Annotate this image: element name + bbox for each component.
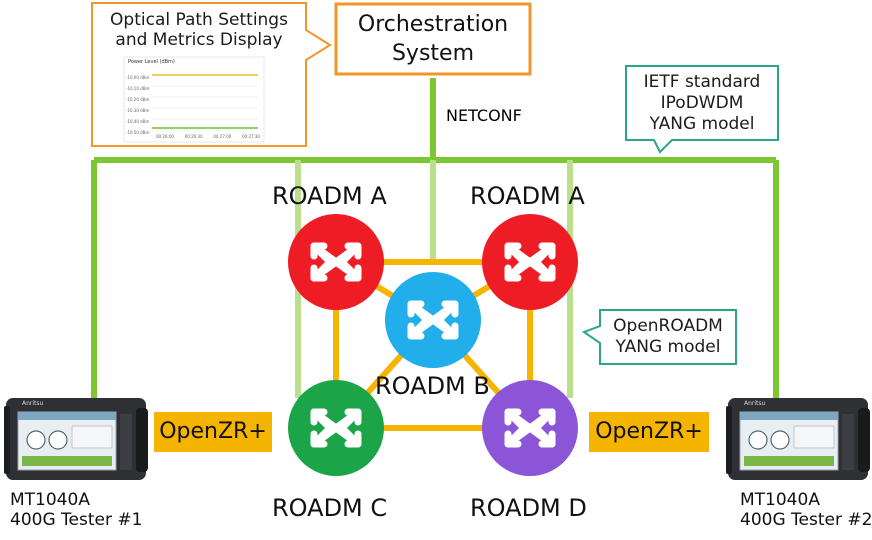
metrics-callout-line2: and Metrics Display (115, 30, 283, 50)
mini-chart-y-tick: -10.40 dBm (126, 119, 150, 124)
openroadm-callout-shape (581, 309, 737, 365)
roadm-a-left-label: ROADM A (272, 182, 387, 210)
tester-1-brand: Anritsu (22, 400, 44, 407)
openzr-left-badge: OpenZR+ (154, 412, 272, 452)
roadm-d-node (482, 380, 578, 476)
mini-chart-x-ticks: 00:26:00 00:26:30 00:27:00 00:27:30 (156, 134, 260, 140)
roadm-c-node (288, 380, 384, 476)
mini-chart-y-tick: -10.00 dBm (126, 75, 150, 80)
mini-chart-y-tick: -10.50 dBm (126, 130, 150, 135)
mini-chart-y-tick: -10.10 dBm (126, 86, 150, 91)
ietf-callout-line1: IETF standard (643, 72, 761, 92)
tester-2-name: 400G Tester #2 (740, 510, 872, 530)
roadm-d-label: ROADM D (470, 494, 587, 522)
roadm-a-right-label: ROADM A (470, 182, 585, 210)
mini-chart (123, 56, 265, 143)
roadm-c-label: ROADM C (272, 494, 388, 522)
orchestration-line1: Orchestration (357, 12, 509, 37)
tester-2-model: MT1040A (740, 490, 820, 510)
tester-1-device (4, 398, 148, 480)
metrics-callout-text: Optical Path Settings and Metrics Displa… (94, 10, 304, 50)
mini-chart-y-ticks: -10.00 dBm -10.10 dBm -10.20 dBm -10.30 … (126, 72, 149, 138)
mini-chart-x-tick: 00:27:00 (213, 134, 232, 139)
openzr-right-badge: OpenZR+ (589, 412, 709, 452)
orchestration-title: Orchestration System (336, 10, 530, 68)
tester-1-name: 400G Tester #1 (10, 510, 143, 530)
roadm-a-right-node (482, 214, 578, 310)
tester-1-model: MT1040A (10, 490, 90, 510)
mini-chart-y-tick: -10.30 dBm (126, 108, 150, 113)
mini-chart-x-tick: 00:26:30 (184, 134, 203, 139)
tester-2-brand: Anritsu (744, 400, 766, 407)
roadm-a-left-node (288, 214, 384, 310)
mini-chart-title: Power Level (dBm) (128, 59, 175, 65)
roadm-b-label: ROADM B (375, 372, 490, 400)
orchestration-box (334, 2, 532, 76)
mini-chart-x-tick: 00:27:30 (242, 134, 260, 139)
openroadm-callout-text: OpenROADM YANG model (600, 316, 736, 358)
orchestration-line2: System (391, 41, 475, 66)
metrics-callout-line1: Optical Path Settings (110, 10, 288, 30)
mini-chart-y-tick: -10.20 dBm (126, 97, 150, 102)
ietf-callout-shape (625, 65, 779, 154)
tester-2-device (726, 398, 870, 480)
openroadm-callout-line1: OpenROADM (613, 316, 723, 336)
roadm-b-node (385, 272, 481, 368)
tester-2-label: MT1040A 400G Tester #2 (740, 490, 872, 530)
ietf-callout-line3: YANG model (649, 114, 755, 134)
ietf-callout-line2: IPoDWDM (660, 93, 744, 113)
ietf-callout-text: IETF standard IPoDWDM YANG model (626, 72, 778, 135)
openroadm-callout-line2: YANG model (615, 337, 721, 357)
mini-chart-x-tick: 00:26:00 (156, 134, 174, 139)
tester-1-label: MT1040A 400G Tester #1 (10, 490, 142, 530)
netconf-label: NETCONF (446, 106, 522, 125)
